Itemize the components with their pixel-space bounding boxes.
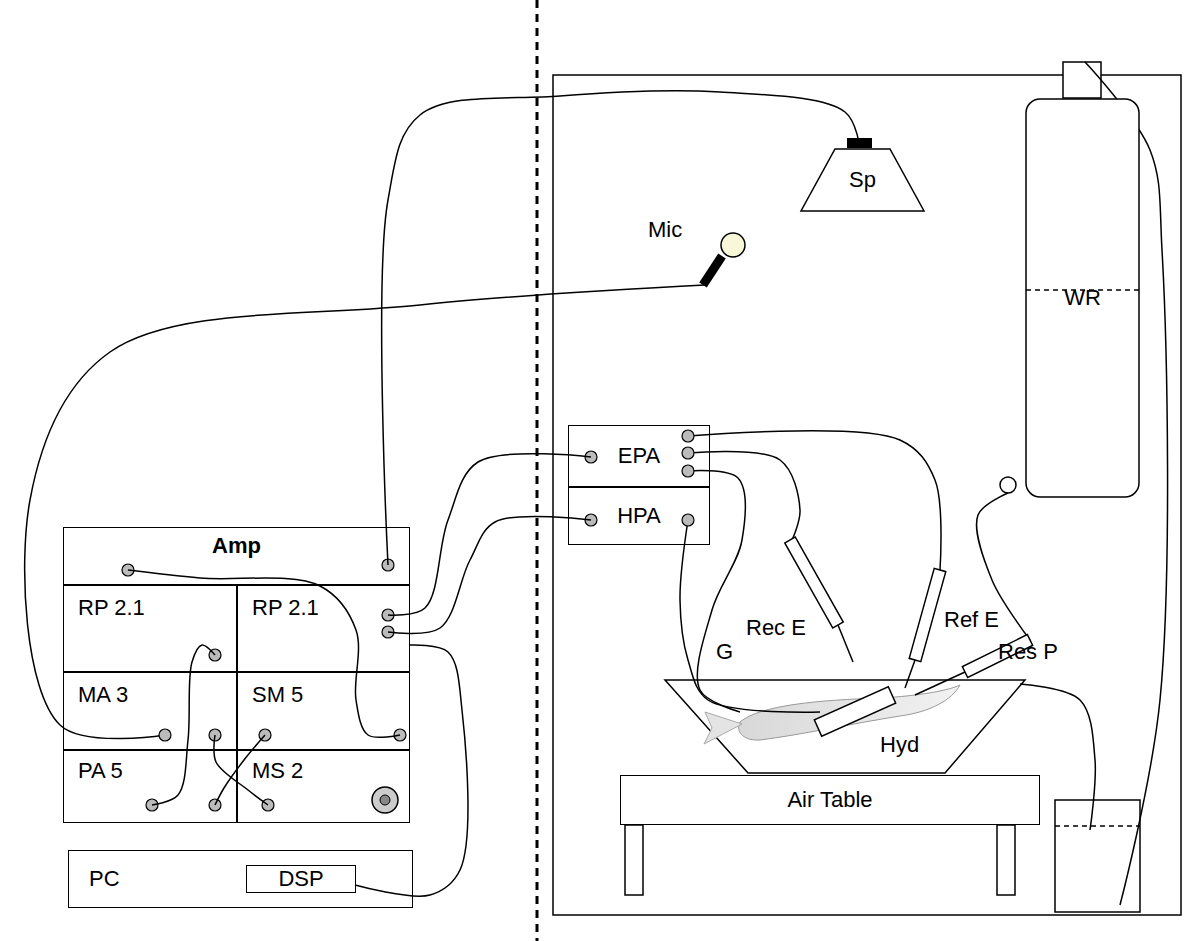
module-box: RP 2.1 bbox=[63, 585, 237, 672]
node-label: PA 5 bbox=[78, 759, 123, 783]
microphone-handle bbox=[703, 256, 722, 285]
reference-wire bbox=[688, 431, 941, 570]
table-leg bbox=[997, 825, 1015, 895]
module-box: RP 2.1 bbox=[237, 585, 410, 672]
port bbox=[682, 447, 694, 459]
fish bbox=[739, 685, 960, 740]
part-label: G bbox=[716, 640, 733, 664]
microphone-wire bbox=[25, 285, 705, 739]
reservoir-cap bbox=[1063, 62, 1101, 98]
port bbox=[682, 430, 694, 442]
node-label: EPA bbox=[618, 444, 660, 468]
recording-electrode bbox=[785, 537, 843, 628]
part-label: Mic bbox=[648, 218, 682, 242]
node-label: PC bbox=[89, 867, 120, 891]
water-level bbox=[1055, 825, 1140, 827]
cable bbox=[355, 645, 468, 896]
reservoir-bottle: WR bbox=[1025, 98, 1140, 498]
node-label: DSP bbox=[278, 867, 323, 891]
node-label: MS 2 bbox=[252, 759, 303, 783]
module-box: Amp bbox=[63, 527, 410, 585]
reference-electrode-tip bbox=[905, 660, 915, 688]
enclosure bbox=[553, 75, 1181, 915]
port bbox=[682, 514, 694, 526]
node-label: HPA bbox=[617, 504, 661, 528]
valve bbox=[1000, 477, 1016, 493]
divider-line bbox=[536, 0, 539, 941]
part-label: Ref E bbox=[944, 608, 999, 632]
part-label: Res P bbox=[998, 640, 1058, 664]
node-label: RP 2.1 bbox=[78, 596, 145, 620]
knob-center bbox=[380, 795, 390, 805]
port bbox=[682, 465, 694, 477]
module-box: DSP bbox=[246, 865, 356, 893]
cable bbox=[128, 570, 400, 737]
part-label: Hyd bbox=[880, 733, 919, 757]
node-label: Air Table bbox=[787, 788, 872, 812]
part-label: Rec E bbox=[746, 616, 806, 640]
cable bbox=[382, 91, 860, 565]
module-box: HPA bbox=[568, 487, 710, 545]
node-label: WR bbox=[1064, 286, 1101, 310]
cable bbox=[388, 454, 591, 615]
hydrophone bbox=[814, 687, 895, 736]
fish-tail bbox=[704, 712, 742, 744]
module-box: SM 5 bbox=[237, 672, 410, 750]
node-label: RP 2.1 bbox=[252, 596, 319, 620]
drain-tube bbox=[1020, 684, 1095, 830]
ground-wire bbox=[688, 471, 745, 712]
table-leg bbox=[625, 825, 643, 895]
node-label: Sp bbox=[849, 168, 876, 192]
module-box: MS 2 bbox=[237, 750, 410, 823]
overflow-container bbox=[1055, 800, 1140, 912]
cable bbox=[388, 516, 591, 633]
knob bbox=[372, 787, 398, 813]
module-box: PC DSP bbox=[68, 850, 413, 908]
reference-electrode bbox=[909, 568, 946, 661]
node-label: MA 3 bbox=[78, 683, 128, 707]
node-label: SM 5 bbox=[252, 683, 303, 707]
module-box: PA 5 bbox=[63, 750, 237, 823]
module-box: Air Table bbox=[620, 775, 1040, 825]
port bbox=[159, 729, 171, 741]
recording-electrode-tip bbox=[838, 625, 853, 662]
microphone-head bbox=[721, 233, 745, 257]
speaker-box: Sp bbox=[800, 148, 925, 212]
module-box: EPA bbox=[568, 425, 710, 487]
node-label: Amp bbox=[212, 534, 261, 558]
module-box: MA 3 bbox=[63, 672, 237, 750]
perfusion-pipette-tip bbox=[915, 672, 965, 695]
dish bbox=[665, 680, 1025, 773]
cable bbox=[152, 645, 215, 805]
